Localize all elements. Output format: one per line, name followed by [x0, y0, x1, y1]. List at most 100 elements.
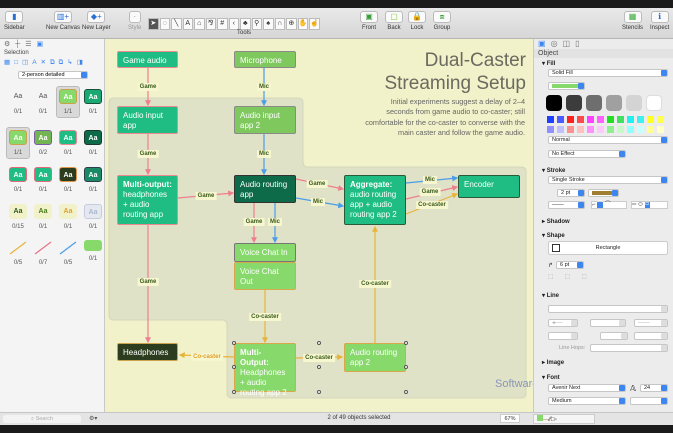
- line-width-stepper[interactable]: [548, 332, 578, 340]
- line-tool-icon[interactable]: ╲: [171, 18, 182, 30]
- stencils-button[interactable]: ▦Stencils: [622, 11, 643, 31]
- style-swatch[interactable]: 0/5: [6, 240, 30, 266]
- node-encoder[interactable]: Encoder: [458, 175, 520, 198]
- sidebar-tabs[interactable]: ⚙︎┼☰▣: [4, 41, 49, 48]
- stroke-width-stepper[interactable]: 2 pt: [557, 189, 585, 197]
- line-type-dropdown[interactable]: [548, 305, 668, 313]
- style-brush-icon[interactable]: ⚲: [251, 18, 262, 30]
- selection-handle[interactable]: [317, 365, 321, 369]
- line-swap-button[interactable]: [590, 319, 626, 327]
- selection-handle[interactable]: [232, 341, 236, 345]
- font-size-stepper[interactable]: 24: [640, 384, 668, 392]
- line-head-dropdown[interactable]: ◂──: [548, 319, 578, 327]
- stroke-color-well[interactable]: [588, 189, 619, 197]
- line-hops-dropdown[interactable]: [590, 344, 668, 352]
- pen-tool-icon[interactable]: ⌂: [194, 18, 205, 30]
- style-swatch[interactable]: 0/7: [31, 240, 55, 266]
- line-tail-dropdown[interactable]: ───: [634, 319, 668, 327]
- selection-handle[interactable]: [404, 390, 408, 394]
- style-swatch[interactable]: 0/5: [56, 240, 80, 266]
- fill-effect-dropdown[interactable]: No Effect: [548, 150, 626, 158]
- stroke-pattern-dropdown[interactable]: ───: [548, 201, 585, 209]
- style-swatch[interactable]: 0/1: [81, 240, 105, 262]
- zoom-level-stepper[interactable]: 67%: [500, 414, 520, 423]
- text-style-dropdown[interactable]: [630, 397, 668, 405]
- line-extra-stepper[interactable]: [634, 332, 668, 340]
- corner-radius-stepper[interactable]: 6 pt: [556, 261, 584, 269]
- fill-section-header[interactable]: ▾ Fill: [542, 61, 556, 67]
- shape-section-header[interactable]: ▾ Shape: [542, 233, 565, 239]
- new-canvas-button[interactable]: ▥+New Canvas: [46, 11, 80, 31]
- color-palette[interactable]: [547, 116, 667, 133]
- new-layer-button[interactable]: ◆+New Layer: [82, 11, 111, 31]
- selection-tools-row[interactable]: ▦□◫A✕⧉⧉↳◨: [4, 59, 87, 66]
- sidebar-settings-icon[interactable]: ⚙▾: [89, 416, 98, 422]
- blend-mode-dropdown[interactable]: Normal: [548, 136, 668, 144]
- node-audio-routing[interactable]: Audio routing app: [234, 175, 296, 203]
- selection-handle[interactable]: [404, 365, 408, 369]
- magnet-icon[interactable]: ∩: [274, 18, 285, 30]
- selection-handle[interactable]: [232, 365, 236, 369]
- image-section-header[interactable]: ▸ Image: [542, 360, 565, 366]
- node-audio-routing-2[interactable]: Audio routing app 2: [344, 343, 406, 372]
- inspector-tabs[interactable]: ▣◎◫▯: [538, 39, 585, 48]
- color-swatch[interactable]: [606, 95, 622, 111]
- style-tray[interactable]: —⁄⁄□▫: [533, 414, 595, 424]
- selection-handle[interactable]: [232, 390, 236, 394]
- node-audio-input[interactable]: Audio input app: [117, 106, 178, 134]
- fill-color-well[interactable]: [548, 82, 585, 90]
- font-section-header[interactable]: ▾ Font: [542, 375, 560, 381]
- corner-style-buttons[interactable]: ⌐ ⌒ ⌒: [591, 201, 627, 209]
- select-tool-icon[interactable]: ➤: [148, 18, 159, 30]
- node-audio-input-2[interactable]: Audio input app 2: [234, 106, 296, 134]
- grid-tool-icon[interactable]: #: [217, 18, 228, 30]
- node-multi-output-2[interactable]: Multi-Output: Headphones + audio routing…: [234, 343, 296, 397]
- sidebar-button[interactable]: ▮Sidebar: [4, 11, 25, 31]
- hierarchy-tool-icon[interactable]: ♣: [240, 18, 251, 30]
- shape-tool-icon[interactable]: ◌: [159, 18, 170, 30]
- fill-style-chip[interactable]: [537, 415, 543, 421]
- zoom-tool-icon[interactable]: ⊕: [286, 18, 297, 30]
- node-voice-chat-out[interactable]: Voice Chat Out: [234, 262, 296, 290]
- line-section-header[interactable]: ▾ Line: [542, 293, 560, 299]
- shape-picker[interactable]: Rectangle: [548, 241, 668, 255]
- color-swatch[interactable]: [546, 95, 562, 111]
- sidebar-search[interactable]: ⌕ Search: [3, 415, 81, 423]
- front-button[interactable]: ▣Front: [360, 11, 378, 31]
- color-swatch[interactable]: [646, 95, 662, 111]
- node-microphone[interactable]: Microphone: [234, 51, 296, 68]
- shape-action-buttons[interactable]: ⬚ ⬚ ⬚: [548, 274, 587, 280]
- node-game-audio[interactable]: Game audio: [117, 51, 178, 68]
- color-swatch[interactable]: [586, 95, 602, 111]
- node-multi-output[interactable]: Multi-output: headphones + audio routing…: [117, 175, 178, 225]
- software-group[interactable]: [108, 97, 527, 399]
- fill-type-dropdown[interactable]: Solid Fill: [548, 69, 668, 77]
- expand-tool-icon[interactable]: ‹: [228, 18, 239, 30]
- back-button[interactable]: ▢Back: [385, 11, 403, 31]
- group-button[interactable]: ⧈Group: [433, 11, 451, 31]
- grayscale-swatches[interactable]: [546, 95, 662, 111]
- hand-tool-icon[interactable]: ✋: [297, 18, 308, 30]
- font-weight-dropdown[interactable]: Medium: [548, 397, 626, 405]
- color-swatch[interactable]: [626, 95, 642, 111]
- node-aggregate[interactable]: Aggregate: audio routing app + audio rou…: [344, 175, 406, 225]
- select-similar-icon[interactable]: ♠: [263, 18, 274, 30]
- text-tool-icon[interactable]: A: [182, 18, 193, 30]
- style-set-dropdown[interactable]: 2-person detailed: [18, 71, 88, 79]
- shadow-section-header[interactable]: ▸ Shadow: [542, 219, 570, 225]
- node-voice-chat-in[interactable]: Voice Chat In: [234, 243, 296, 262]
